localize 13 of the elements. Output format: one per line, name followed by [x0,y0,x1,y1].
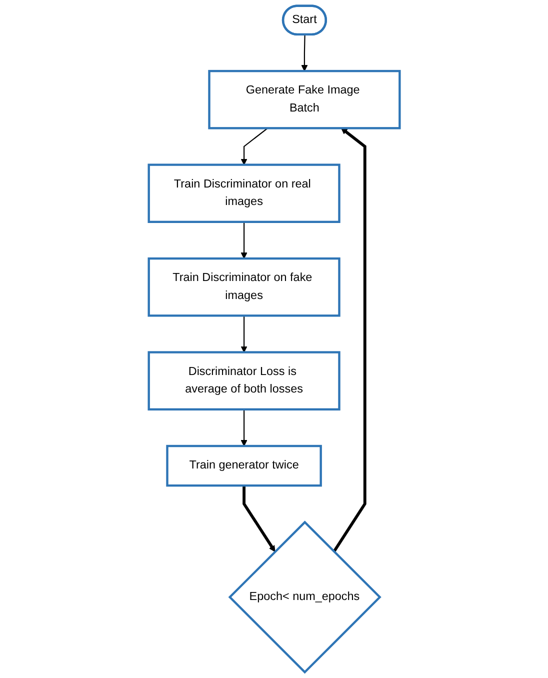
node-box: Train generator twice [166,444,322,487]
arrow [300,34,308,72]
node-box: Train Discriminator on fake images [147,257,340,317]
arrow [332,128,366,552]
node-box: Discriminator Loss is average of both losses [147,351,340,410]
node-box: Generate Fake Image Batch [208,70,401,130]
arrow [240,316,248,353]
node-diamond: Epoch< num_epochs [228,520,382,674]
arrow [240,409,248,446]
arrow [240,222,248,259]
arrow [240,128,268,166]
node-box: Train Discriminator on real images [147,164,340,223]
arrow [242,486,276,552]
